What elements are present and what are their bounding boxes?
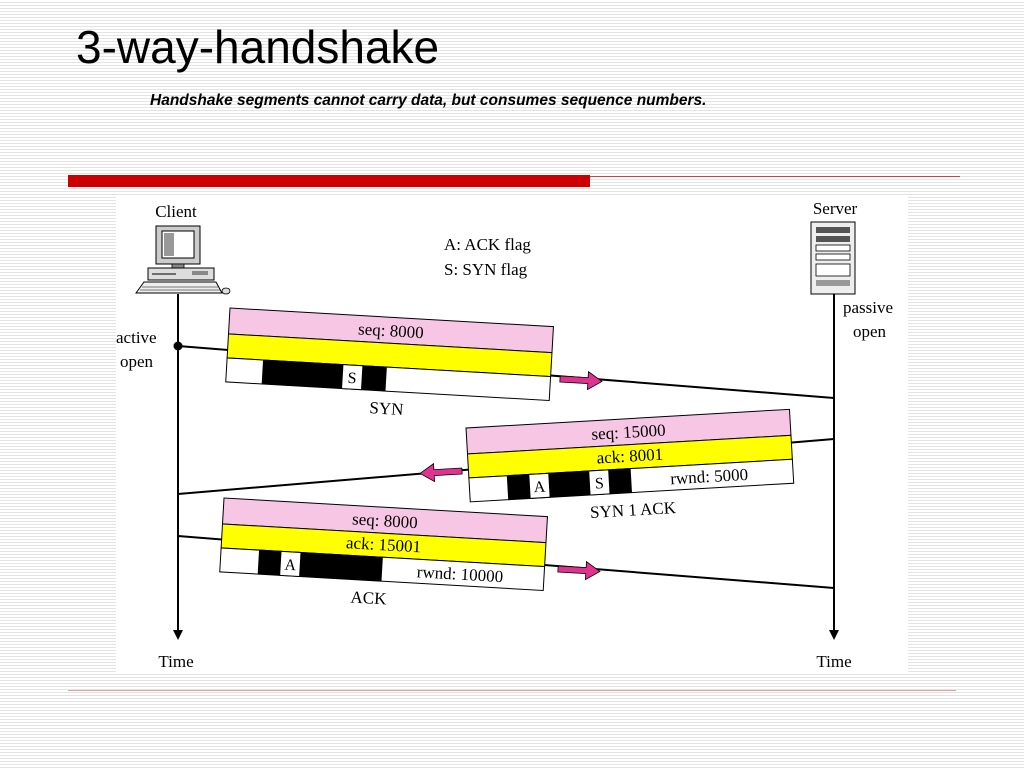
- computer-icon: [135, 225, 231, 295]
- ack-seq-field: seq: 8000: [352, 509, 419, 532]
- active-open-label-2: open: [120, 352, 154, 371]
- ack-flag-a: A: [284, 557, 297, 575]
- slide-subtitle: Handshake segments cannot carry data, bu…: [150, 92, 707, 109]
- synack-rwnd-field: rwnd: 5000: [670, 465, 749, 488]
- passive-open-label-2: open: [853, 322, 887, 341]
- synack-flag-s: S: [595, 475, 605, 492]
- syn-direction-arrow: [559, 370, 603, 391]
- time-label-server: Time: [816, 652, 851, 671]
- synack-segment: seq: 15000 ack: 8001 A S rwnd: 5000 SYN …: [465, 408, 795, 522]
- ack-segment: seq: 8000 ack: 15001 A rwnd: 10000 ACK: [219, 497, 548, 609]
- synack-seq-field: seq: 15000: [591, 421, 666, 444]
- time-label-client: Time: [158, 652, 193, 671]
- red-divider: [68, 175, 590, 187]
- synack-ack-field: ack: 8001: [596, 445, 664, 468]
- synack-caption: SYN 1 ACK: [590, 498, 678, 522]
- ack-caption: ACK: [350, 587, 388, 608]
- syn-segment: seq: 8000 S SYN: [225, 307, 554, 419]
- client-label: Client: [155, 202, 197, 221]
- passive-open-label-1: passive: [843, 298, 893, 317]
- legend-ack: A: ACK flag: [444, 235, 531, 254]
- ack-ack-field: ack: 15001: [346, 533, 422, 556]
- ack-direction-arrow: [557, 560, 601, 581]
- thin-divider-top: [590, 176, 960, 177]
- synack-flag-a: A: [533, 479, 546, 497]
- server-label: Server: [813, 199, 858, 218]
- active-open-label-1: active: [116, 328, 157, 347]
- handshake-diagram: Client Server A: ACK flag S: SYN flag ac…: [116, 196, 908, 674]
- legend-syn: S: SYN flag: [444, 260, 528, 279]
- slide-title: 3-way-handshake: [76, 21, 440, 73]
- syn-seq-field: seq: 8000: [358, 319, 425, 342]
- server-icon: [810, 221, 856, 295]
- ack-rwnd-field: rwnd: 10000: [416, 562, 503, 586]
- bottom-divider: [68, 690, 956, 691]
- syn-caption: SYN: [369, 398, 404, 419]
- synack-direction-arrow: [419, 462, 463, 483]
- syn-flag-s: S: [347, 370, 357, 387]
